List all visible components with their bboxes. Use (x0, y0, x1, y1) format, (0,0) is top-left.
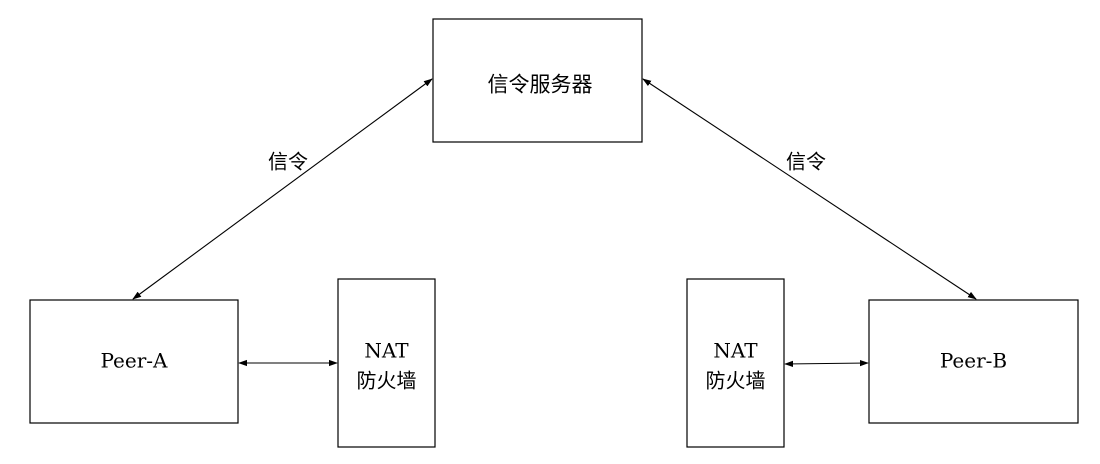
peer-a-node: Peer-A (29, 299, 239, 424)
edge-server-peer-b-label: 信令 (786, 150, 826, 174)
peer-a-box (29, 299, 239, 424)
nat-firewall-a-box (337, 278, 436, 448)
nat-firewall-a-node: NAT 防火墙 (337, 278, 436, 448)
nat-firewall-a-line1: NAT (364, 339, 409, 363)
peer-b-node: Peer-B (868, 299, 1079, 424)
edge-server-peer-a-arrow (132, 78, 433, 300)
signaling-server-node: 信令服务器 (432, 18, 643, 143)
nat-firewall-b-line2: 防火墙 (706, 369, 766, 393)
peer-a-label: Peer-A (101, 349, 169, 373)
nat-firewall-b-node: NAT 防火墙 (686, 278, 785, 448)
nat-firewall-a-line2: 防火墙 (357, 369, 417, 393)
signaling-server-box (432, 18, 643, 143)
nat-firewall-b-line1: NAT (713, 339, 758, 363)
edge-server-peer-a-label: 信令 (268, 150, 308, 174)
peer-b-label: Peer-B (940, 349, 1007, 373)
peer-b-box (868, 299, 1079, 424)
edge-server-peer-b-arrow (642, 78, 977, 300)
signaling-server-label: 信令服务器 (488, 73, 593, 97)
edge-nat-peer-b-arrow (784, 359, 869, 368)
nat-firewall-b-box (686, 278, 785, 448)
